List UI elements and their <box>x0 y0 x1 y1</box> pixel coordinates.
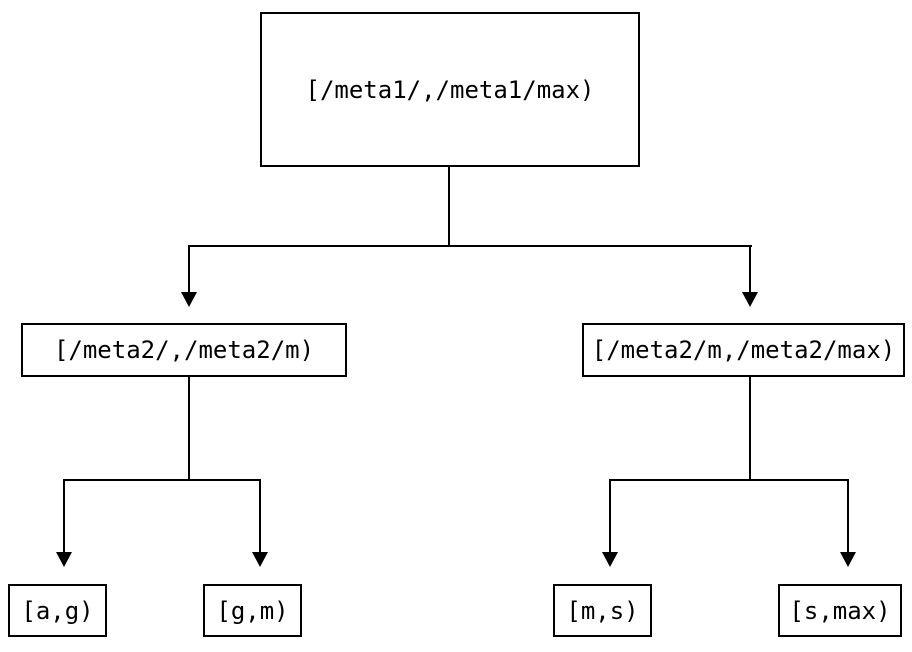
node-meta2-left: [/meta2/,/meta2/m) <box>21 323 347 377</box>
node-root: [/meta1/,/meta1/max) <box>260 12 640 167</box>
edge-drop-meta2-right <box>749 245 751 292</box>
edge-right-leaf-rail <box>609 479 849 481</box>
arrow-down-icon <box>252 552 268 567</box>
edge-root-stem <box>448 167 450 246</box>
arrow-down-icon <box>181 292 197 307</box>
edge-drop-leaf-s-max <box>847 479 849 552</box>
node-leaf-s-max: [s,max) <box>778 584 902 637</box>
node-leaf-m-s: [m,s) <box>553 584 652 637</box>
edge-drop-leaf-m-s <box>609 479 611 552</box>
arrow-down-icon <box>602 552 618 567</box>
node-leaf-a-g: [a,g) <box>8 584 107 637</box>
edge-drop-meta2-left <box>188 245 190 292</box>
node-meta2-right: [/meta2/m,/meta2/max) <box>582 323 905 377</box>
edge-drop-leaf-g-m <box>259 479 261 552</box>
node-leaf-g-m: [g,m) <box>203 584 302 637</box>
edge-drop-leaf-a-g <box>63 479 65 552</box>
edge-meta2-left-stem <box>188 377 190 480</box>
edge-level2-rail <box>188 245 752 247</box>
arrow-down-icon <box>742 292 758 307</box>
edge-left-leaf-rail <box>63 479 261 481</box>
arrow-down-icon <box>840 552 856 567</box>
arrow-down-icon <box>56 552 72 567</box>
edge-meta2-right-stem <box>749 377 751 480</box>
